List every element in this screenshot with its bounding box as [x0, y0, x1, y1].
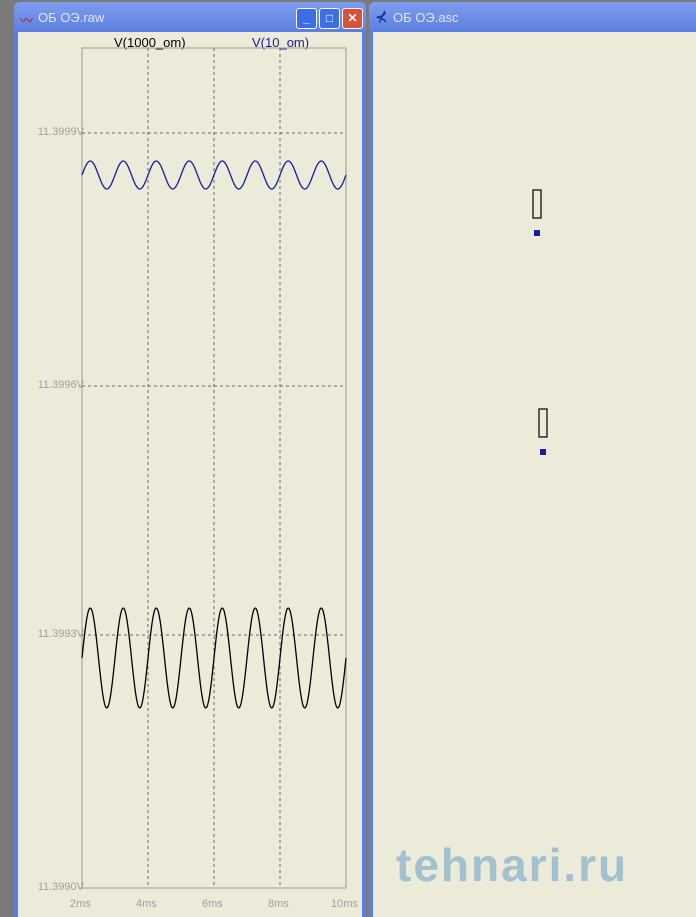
y-tick: 11.3999V [37, 126, 84, 138]
schematic-wire [532, 189, 542, 219]
trace-label-10-om[interactable]: V(10_om) [252, 35, 310, 50]
circuit-1: +++ R5 [532, 189, 542, 236]
schematic-wire: +++ R3 [540, 449, 546, 455]
close-button[interactable]: ✕ [342, 8, 363, 29]
watermark: tehnari.ru [396, 839, 629, 891]
schematic-wire: +++ R5 [534, 230, 540, 236]
plot-area[interactable]: V(1000_om) V(10_om) 11.3999V 11.3996V 11… [18, 32, 362, 917]
waveform-titlebar[interactable]: 〰 ОБ ОЭ.raw _ □ ✕ [14, 2, 366, 32]
y-tick: 11.3993V [37, 628, 84, 640]
x-tick: 2ms [70, 898, 91, 910]
waveform-icon: 〰 [20, 13, 34, 28]
maximize-button[interactable]: □ [319, 8, 340, 29]
x-tick: 8ms [268, 898, 289, 910]
x-tick: 10ms [331, 898, 358, 910]
schematic-canvas[interactable]: +++ R5 +++ R3 [373, 32, 696, 917]
schematic-wire [538, 408, 548, 438]
y-tick: 11.3990V [37, 881, 84, 893]
x-tick: 6ms [202, 898, 223, 910]
schematic: +++ R5 +++ R3 [532, 189, 548, 455]
trace-10-om [81, 160, 347, 190]
minimize-button[interactable]: _ [296, 8, 317, 29]
schematic-icon: ⊀ [375, 9, 388, 26]
y-tick: 11.3996V [37, 379, 84, 391]
trace-1000-om [81, 607, 347, 709]
circuit-2: +++ R3 [538, 408, 548, 455]
x-tick: 4ms [136, 898, 157, 910]
waveform-plot [81, 47, 347, 889]
window-title: ОБ ОЭ.raw [38, 10, 105, 25]
schematic-titlebar[interactable]: ⊀ ОБ ОЭ.asc [369, 2, 696, 32]
waveform-window: 〰 ОБ ОЭ.raw _ □ ✕ V(1000_om) V(10_om) 11… [14, 2, 366, 917]
trace-label-1000-om[interactable]: V(1000_om) [114, 35, 186, 50]
schematic-window: ⊀ ОБ ОЭ.asc +++ R5 +++ R3 [369, 2, 696, 917]
grid [82, 48, 346, 888]
window-title: ОБ ОЭ.asc [393, 10, 459, 25]
